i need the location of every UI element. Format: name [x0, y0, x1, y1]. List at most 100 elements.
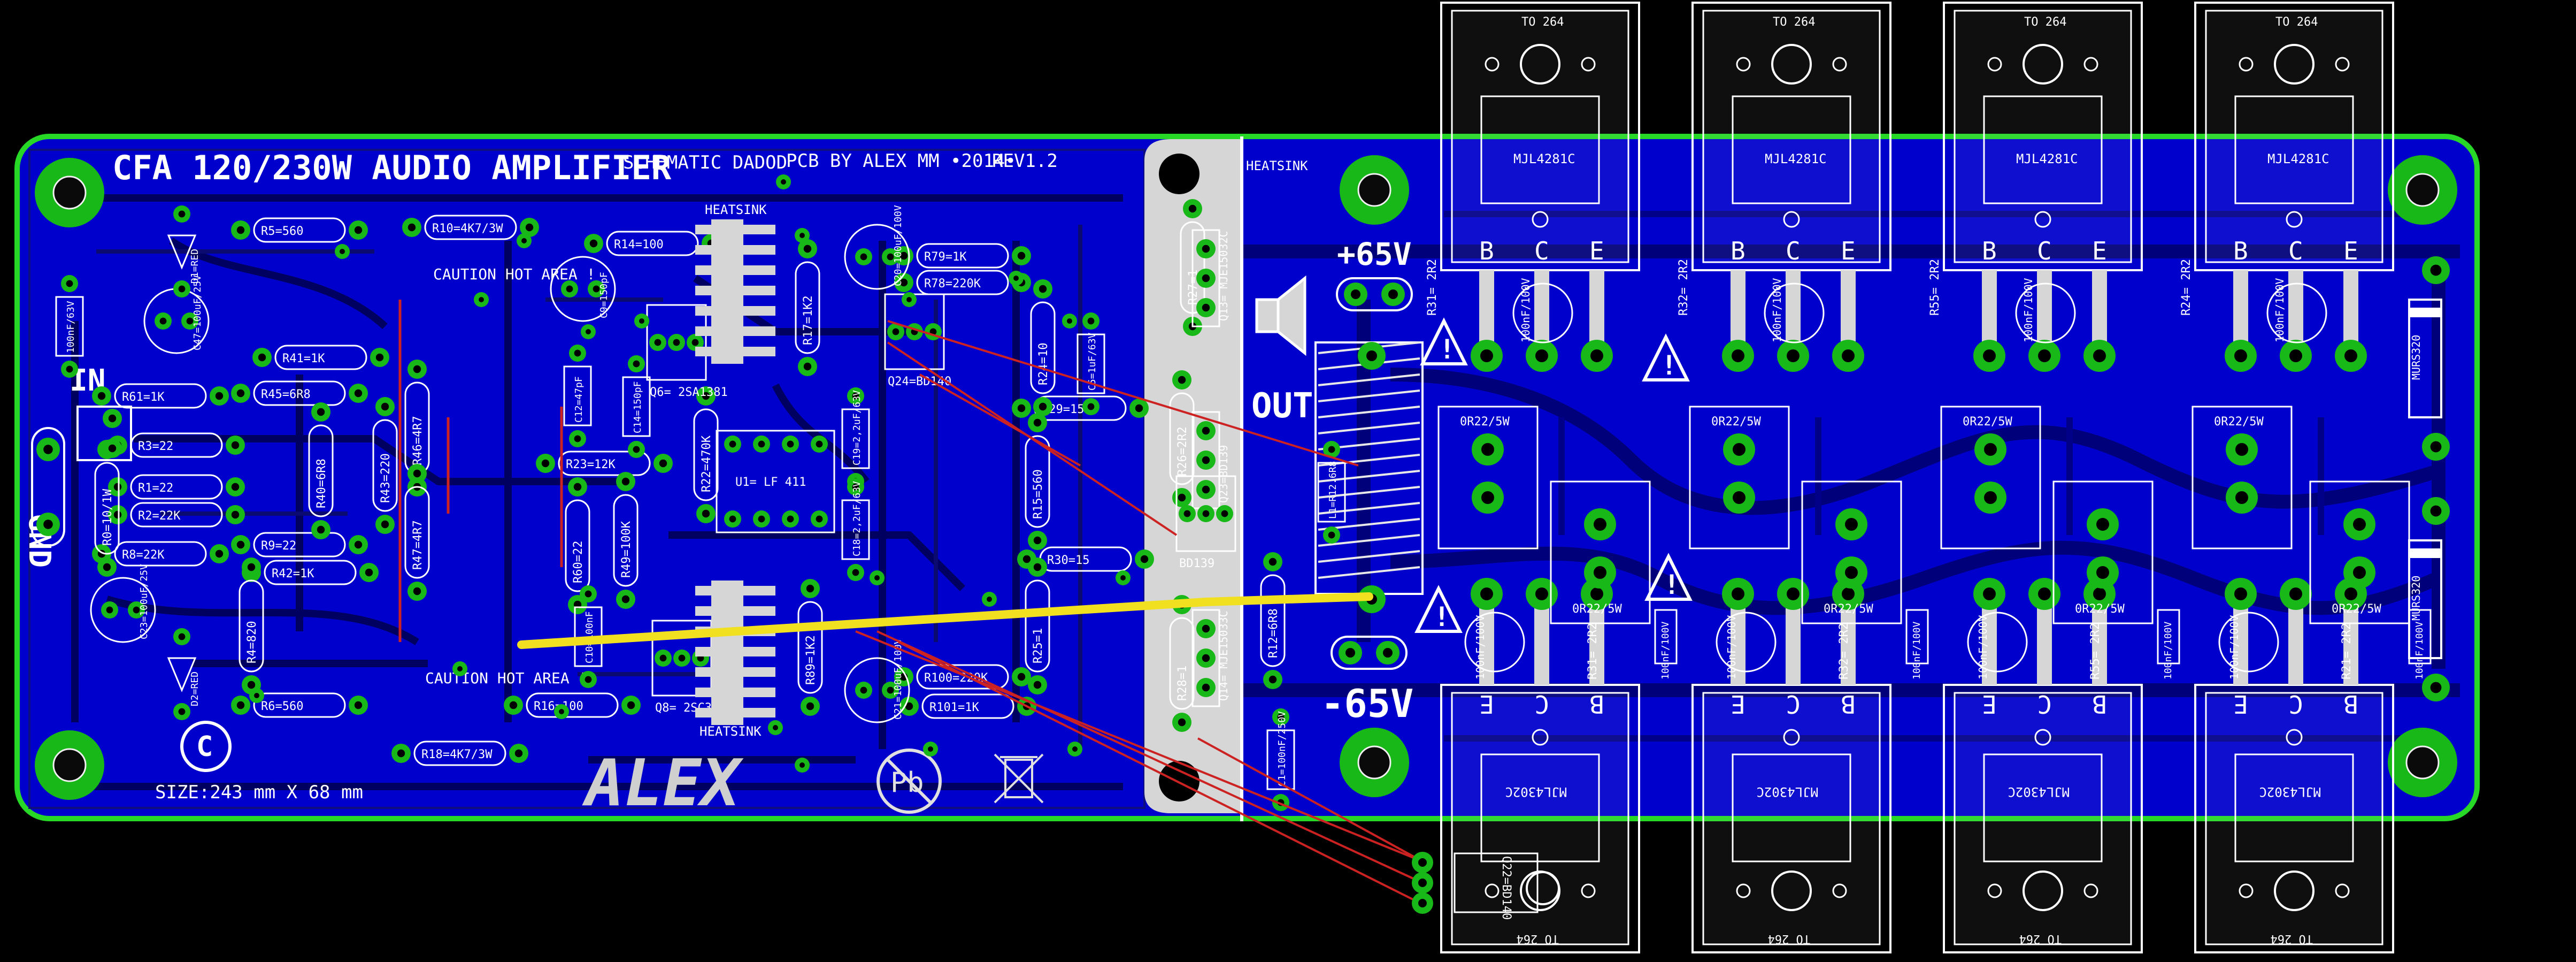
transistor-pin-label: B: [1841, 690, 1856, 719]
component-label: R15=560: [1032, 469, 1045, 519]
capacitor: C5=1uF/63V: [1076, 312, 1105, 415]
decoupling-capacitor: 100nF/100V: [2015, 278, 2076, 343]
transistor-pin-label: E: [1479, 690, 1494, 719]
copper-fill: [17, 136, 2477, 819]
emitter-resistor-label: 0R22/5W: [2332, 602, 2381, 616]
mounting-hole: [1340, 728, 1409, 797]
component-label: R47=4R7: [411, 520, 425, 570]
ratsnest-lines: [855, 320, 1423, 905]
resistor: R60=22: [565, 477, 590, 614]
component-label: C23=100uF/25V: [139, 564, 150, 639]
svg-text:!: !: [1439, 334, 1455, 365]
resistor: R2=22K: [108, 502, 245, 528]
component-label: R40=6R8: [315, 459, 328, 508]
component-label: R18=4K7/3W: [421, 748, 493, 761]
emitter-resistor: 0R22/5W: [1801, 480, 1902, 624]
resistor: R43=220: [372, 397, 398, 534]
component-label: C19=2,2uF/63V: [851, 390, 863, 465]
caution-label-bottom: CAUTION HOT AREA !: [425, 669, 587, 687]
component-label: R8=22K: [122, 548, 165, 562]
capacitor: C9=150pF: [550, 256, 616, 322]
decoupling-capacitor: 100nF/100V: [2218, 612, 2279, 679]
alex-logo: ALEX: [582, 746, 744, 821]
transistor-part-label: MJL4281C: [2267, 151, 2329, 166]
capacitor-label: 100nF/100V: [1977, 615, 1989, 679]
emitter-resistor-label: 0R22/5W: [2075, 602, 2125, 616]
flyback-diode: MURS320: [2408, 256, 2450, 461]
pcb-credit: PCB BY ALEX MM •2014•: [786, 150, 1016, 172]
jumper-wire: [1202, 592, 1373, 606]
resistor: R15=560: [1025, 413, 1050, 550]
capacitor-label: 100nF/100V: [2273, 278, 2286, 342]
component-label: R2=22K: [138, 509, 181, 523]
resistor: R61=1K: [92, 383, 229, 409]
component-label: R1=22: [138, 482, 173, 495]
warning-icon: ! ! ! !: [1414, 317, 1693, 633]
emitter-resistor: 0R22/5W: [2191, 406, 2293, 549]
component-label: R9=22: [261, 539, 296, 553]
component-label: R60=22: [572, 541, 585, 583]
input-connector: [76, 406, 132, 461]
capacitor-label: 100nF/100V: [1519, 278, 1532, 342]
resistor: R89=1K2: [797, 579, 823, 716]
transistor-pin-label: C: [2288, 236, 2303, 265]
recycle-bin-icon: [994, 753, 1044, 804]
transistor-part-label: MJL4281C: [2016, 151, 2078, 166]
component-label: R10=4K7/3W: [432, 222, 503, 235]
board-outline: [14, 134, 2480, 821]
emitter-resistor-label: 0R22/5W: [1963, 415, 2012, 429]
vias: [249, 174, 1131, 773]
signal-section: [28, 149, 1145, 809]
transistor-pin-label: C: [1534, 690, 1549, 719]
diode-label: MURS320: [2410, 335, 2423, 380]
transistor-pin-label: C: [1534, 236, 1549, 265]
transistor-package-label: TO 264: [1773, 16, 1815, 29]
transistor-part-label: MJL4302C: [2008, 784, 2070, 799]
mounting-hole: [35, 730, 104, 800]
revision-label: REV1.2: [992, 150, 1058, 172]
transistor-package-label: TO 264: [2019, 932, 2062, 945]
capacitor-label: 100nF/100V: [1660, 621, 1671, 679]
yellow-jumper-wires: [517, 592, 1373, 649]
transistor-pin-label: C: [1786, 690, 1801, 719]
resistor: R22=470K: [693, 386, 719, 523]
emitter-resistor-label: 0R22/5W: [1460, 415, 1510, 429]
decoupling-capacitor: 100nF/100V: [1716, 612, 1777, 679]
capacitor-label: 100nF/100V: [2228, 615, 2241, 679]
transistor-pin-label: B: [1589, 690, 1604, 719]
emitter-resistor-label: 0R22/5W: [1824, 602, 1873, 616]
base-resistor-label: R21= 2R2: [2340, 623, 2354, 679]
component-label: C12=47pF: [573, 376, 585, 423]
transistor-package-label: TO 264: [2271, 932, 2313, 945]
component-label: R17=1K2: [802, 295, 815, 345]
component-label: R24=10: [1037, 343, 1050, 385]
capacitor: L1=R12.6R8: [1317, 441, 1346, 544]
transistor-pin-label: E: [2092, 236, 2107, 265]
decoupling-capacitor: 100nF/100V: [1967, 612, 2028, 679]
emitter-resistor: 0R22/5W: [1689, 406, 1790, 549]
transistor-pin-label: B: [2343, 690, 2358, 719]
heatsink-label-right: HEATSINK: [1246, 158, 1308, 173]
emitter-resistor-label: 0R22/5W: [1572, 602, 1622, 616]
component-label: C21=100uF/100V: [893, 638, 904, 720]
capacitor-label: 100nF/100V: [1771, 278, 1783, 342]
resistor: R17=1K2: [795, 239, 820, 376]
mounting-hole: [2388, 155, 2457, 225]
component-label: R42=1K: [272, 567, 314, 581]
semiconductor: Q14= MJE15033C: [1191, 609, 1230, 707]
component-label: Q13= MJE15032C: [1217, 231, 1230, 321]
svg-text:!: !: [1664, 569, 1680, 600]
capacitor: C14=150pF: [622, 355, 651, 458]
svg-text:!: !: [1661, 350, 1677, 381]
capacitor: C47=100uF/25V: [143, 275, 210, 354]
transistor-pin-label: C: [2288, 690, 2303, 719]
component-label: D2=RED: [189, 671, 201, 706]
capacitor: C18=2,2uF/63V: [841, 478, 870, 581]
component-label: R5=560: [261, 225, 303, 238]
transistor-pin-label: B: [1982, 236, 1997, 265]
